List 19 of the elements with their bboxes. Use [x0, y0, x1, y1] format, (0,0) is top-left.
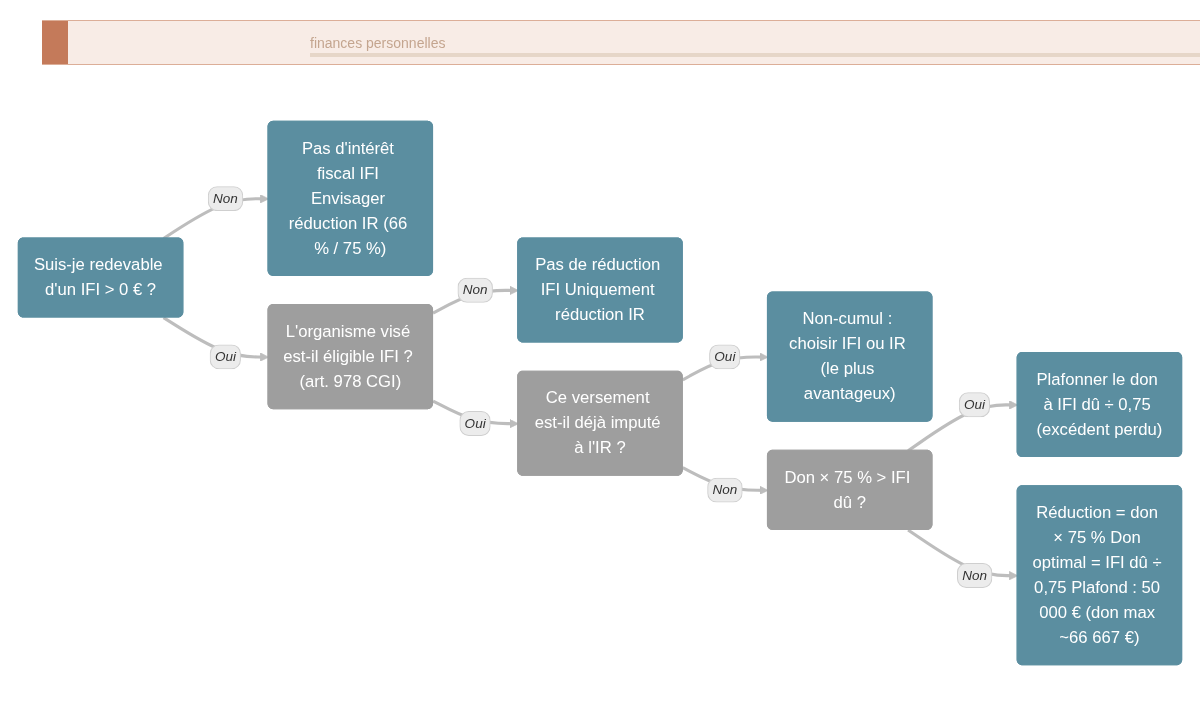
edge-label: Non	[707, 477, 743, 503]
question-box: Ce versement est-il déjà imputé à l'IR ?	[517, 370, 683, 476]
result-box: Plafonner le don à IFI dû ÷ 0,75 (excédent perdu)	[1016, 351, 1183, 458]
edge-label: Oui	[709, 344, 741, 369]
edge-label: Oui	[459, 410, 491, 436]
edge-label: Oui	[958, 392, 991, 417]
tagline: finances personnelles	[310, 35, 446, 51]
result-box: Non-cumul : choisir IFI ou IR (le plus avantageux)	[766, 291, 933, 422]
edge-label: Oui	[209, 344, 242, 369]
result-box: Suis-je redevable d'un IFI > 0 € ?	[17, 237, 184, 318]
arrow	[162, 316, 269, 362]
result-box: Réduction = don × 75 % Don optimal = IFI dû ÷ 0,75 Plafond : 50 000 € (don max ~66 667 €)	[1016, 485, 1183, 666]
question-box: L'organisme visé est-il éligible IFI ? (art. 978 CGI)	[267, 304, 434, 410]
question-box: Don × 75 % > IFI dû ?	[766, 449, 933, 530]
result-box: Pas de réduction IFI Uniquement réduction IR	[517, 237, 683, 343]
edge-label: Non	[956, 562, 993, 588]
edge-label: Non	[207, 186, 244, 211]
edge-label: Non	[457, 277, 493, 303]
result-box: Pas d'intérêt fiscal IFI Envisager réduction IR (66 % / 75 %)	[267, 120, 434, 276]
